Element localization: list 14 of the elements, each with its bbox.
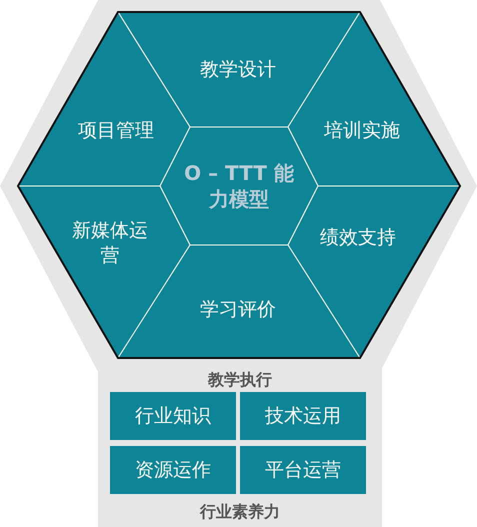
model-title: O – TTT 能力模型 [183, 160, 295, 212]
competency-label: 新媒体运营 [71, 218, 149, 268]
competency-label: 绩效支持 [319, 226, 397, 250]
skill-cell: 平台运营 [240, 446, 366, 494]
panel-heading: 行业素养力 [200, 502, 280, 523]
competency-label: 培训实施 [323, 118, 401, 144]
competency-label: 教学设计 [199, 58, 277, 82]
panel-heading: 教学执行 [208, 370, 272, 391]
skill-cell: 技术运用 [240, 392, 366, 440]
skill-cell: 资源运作 [110, 446, 236, 494]
skill-cell: 行业知识 [110, 392, 236, 440]
competency-label: 学习评价 [199, 298, 277, 322]
skills-panel [98, 368, 382, 527]
competency-label: 项目管理 [77, 118, 155, 144]
